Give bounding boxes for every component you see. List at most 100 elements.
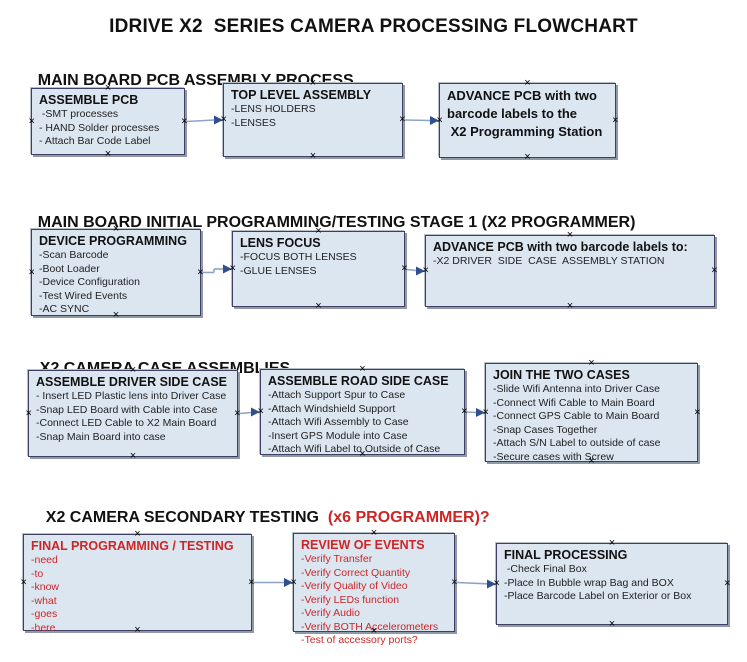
connection-handle-icon[interactable] <box>25 408 31 419</box>
box-title: ASSEMBLE DRIVER SIDE CASE <box>36 375 228 389</box>
box-item: -Place In Bubble wrap Bag and BOX <box>504 576 674 589</box>
connection-handle-icon[interactable] <box>612 115 618 126</box>
box-title: DEVICE PROGRAMMING <box>39 234 187 248</box>
connection-handle-icon[interactable] <box>310 151 316 162</box>
box-item: - HAND Solder processes <box>39 121 160 134</box>
flow-box-lens-focus[interactable]: LENS FOCUS -FOCUS BOTH LENSES-GLUE LENSE… <box>232 231 405 307</box>
connection-handle-icon[interactable] <box>248 577 254 588</box>
box-items: -LENS HOLDERS-LENSES <box>231 103 398 130</box>
box-item: -LENSES <box>231 116 276 129</box>
box-item: -FOCUS BOTH LENSES <box>240 251 357 263</box>
connection-handle-icon[interactable] <box>399 115 405 126</box>
flow-box-final-programming-testing[interactable]: FINAL PROGRAMMING / TESTING -need-to-kno… <box>20 534 254 634</box>
box-item: -Verify LEDs function <box>301 593 400 606</box>
box-item: -Scan Barcode <box>39 249 109 261</box>
connection-handle-icon[interactable] <box>422 266 428 277</box>
flow-arrow[interactable] <box>404 116 439 125</box>
box-item: -Connect Wifi Cable to Main Board <box>493 396 655 409</box>
box-item: - Attach Bar Code Label <box>39 135 151 147</box>
flow-box-advance-pcb-driver-side-station[interactable]: ADVANCE PCB with two barcode labels to: … <box>425 235 715 307</box>
connection-handle-icon[interactable] <box>493 579 499 590</box>
connection-handle-icon[interactable] <box>28 116 34 127</box>
box-title: ASSEMBLE ROAD SIDE CASE <box>268 374 449 388</box>
box-title: JOIN THE TWO CASES <box>493 368 630 382</box>
flow-arrow[interactable] <box>203 264 232 274</box>
connection-handle-icon[interactable] <box>724 579 730 590</box>
box-item: -know <box>31 581 60 593</box>
box-items: barcode labels to the X2 Programming Sta… <box>447 105 611 141</box>
box-item: -Attach S/N Label to outside of case <box>493 437 661 449</box>
connection-handle-icon[interactable] <box>181 116 187 127</box>
flow-box-assemble-road-side-case[interactable]: ASSEMBLE ROAD SIDE CASE -Attach Support … <box>260 369 465 455</box>
connection-handle-icon[interactable] <box>609 538 615 549</box>
connection-handle-icon[interactable] <box>694 407 700 418</box>
box-item: -Verify Transfer <box>301 553 373 565</box>
box-item: X2 Programming Station <box>447 124 603 139</box>
box-title: ADVANCE PCB with two barcode labels to: <box>433 240 688 254</box>
flow-box-join-the-two-cases[interactable]: JOIN THE TWO CASES -Slide Wifi Antenna i… <box>482 363 700 464</box>
connection-handle-icon[interactable] <box>130 365 136 376</box>
box-item: -Verify Quality of Video <box>301 580 408 592</box>
connection-handle-icon[interactable] <box>134 625 140 636</box>
connection-handle-icon[interactable] <box>257 407 263 418</box>
connection-handle-icon[interactable] <box>609 619 615 630</box>
connection-handle-icon[interactable] <box>588 358 594 369</box>
flow-arrow[interactable] <box>254 578 293 587</box>
flow-arrow[interactable] <box>186 115 223 125</box>
flow-box-device-programming[interactable]: DEVICE PROGRAMMING -Scan Barcode-Boot Lo… <box>31 229 201 316</box>
box-item: barcode labels to the <box>447 106 578 121</box>
connection-handle-icon[interactable] <box>130 451 136 462</box>
box-item: -Insert GPS Module into Case <box>268 429 408 442</box>
connection-handle-icon[interactable] <box>105 83 111 94</box>
flow-box-advance-pcb-programming-station[interactable]: ADVANCE PCB with two barcode labels to t… <box>439 83 616 158</box>
flow-box-assemble-pcb[interactable]: ASSEMBLE PCB -SMT processes- HAND Solder… <box>31 88 185 155</box>
flow-box-review-of-events[interactable]: REVIEW OF EVENTS -Verify Transfer-Verify… <box>290 533 457 646</box>
flow-box-final-processing[interactable]: FINAL PROCESSING -Check Final Box-Place … <box>496 543 728 625</box>
connection-handle-icon[interactable] <box>451 577 457 588</box>
connection-handle-icon[interactable] <box>371 528 377 539</box>
connection-handle-icon[interactable] <box>315 226 321 237</box>
flow-arrow[interactable] <box>456 579 496 589</box>
connection-handle-icon[interactable] <box>461 407 467 418</box>
connection-handle-icon[interactable] <box>524 78 530 89</box>
connection-handle-icon[interactable] <box>28 267 34 278</box>
connection-handle-icon[interactable] <box>482 407 488 418</box>
connection-handle-icon[interactable] <box>220 115 226 126</box>
connection-handle-icon[interactable] <box>359 449 365 460</box>
connection-handle-icon[interactable] <box>113 310 119 321</box>
box-items: -Slide Wifi Antenna into Driver Case-Con… <box>493 383 693 464</box>
box-items: -need-to-know-what-goes-here <box>31 554 247 635</box>
connection-handle-icon[interactable] <box>401 264 407 275</box>
connection-handle-icon[interactable] <box>197 267 203 278</box>
connection-handle-icon[interactable] <box>20 577 26 588</box>
connection-handle-icon[interactable] <box>105 149 111 160</box>
box-item: -Test Wired Events <box>39 289 128 302</box>
connection-handle-icon[interactable] <box>290 577 296 588</box>
box-item: -SMT processes <box>39 108 119 120</box>
connection-handle-icon[interactable] <box>436 115 442 126</box>
connection-handle-icon[interactable] <box>371 626 377 637</box>
flow-box-assemble-driver-side-case[interactable]: ASSEMBLE DRIVER SIDE CASE - Insert LED P… <box>28 370 238 457</box>
connection-handle-icon[interactable] <box>113 224 119 235</box>
connection-handle-icon[interactable] <box>711 266 717 277</box>
box-item: -Slide Wifi Antenna into Driver Case <box>493 383 660 395</box>
connection-handle-icon[interactable] <box>524 152 530 163</box>
connection-handle-icon[interactable] <box>359 364 365 375</box>
connection-handle-icon[interactable] <box>567 230 573 241</box>
box-title: ADVANCE PCB with two <box>447 88 597 103</box>
connection-handle-icon[interactable] <box>310 78 316 89</box>
box-title: ASSEMBLE PCB <box>39 93 139 107</box>
connection-handle-icon[interactable] <box>588 456 594 467</box>
connection-handle-icon[interactable] <box>234 408 240 419</box>
flow-box-top-level-assembly[interactable]: TOP LEVEL ASSEMBLY -LENS HOLDERS-LENSES <box>223 83 403 157</box>
box-item: -Snap Cases Together <box>493 423 598 436</box>
connection-handle-icon[interactable] <box>134 529 140 540</box>
box-item: -what <box>31 594 57 607</box>
connection-handle-icon[interactable] <box>567 301 573 312</box>
box-item: -LENS HOLDERS <box>231 103 316 115</box>
connection-handle-icon[interactable] <box>229 264 235 275</box>
connection-handle-icon[interactable] <box>315 301 321 312</box>
box-items: -Check Final Box-Place In Bubble wrap Ba… <box>504 563 723 604</box>
box-item: -Attach Wifi Label to Outside of Case <box>268 443 441 455</box>
